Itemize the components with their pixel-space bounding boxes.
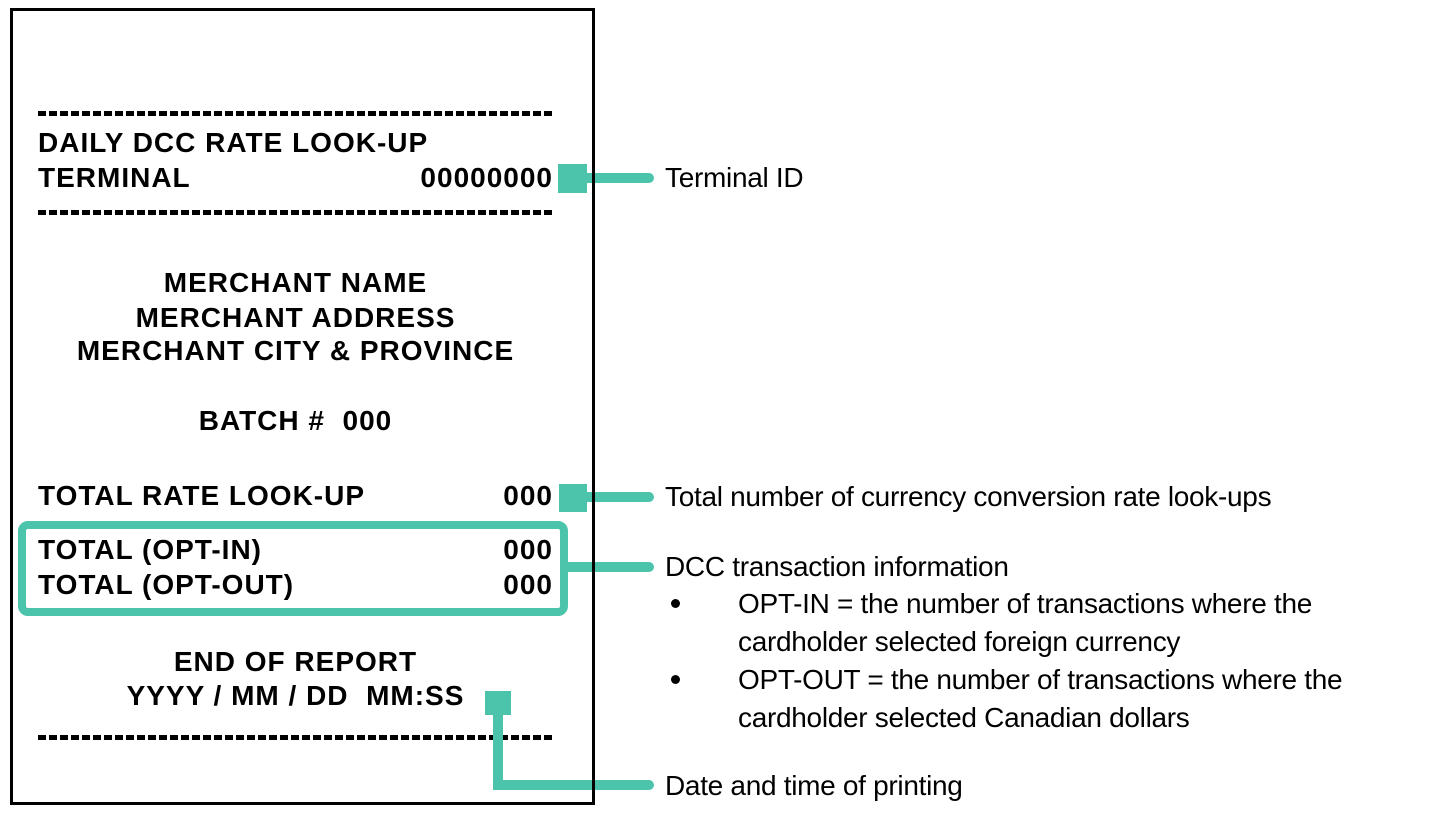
annotation-rate-lookups: Total number of currency conversion rate… [665,481,1272,512]
total-opt-in-label: TOTAL (OPT-IN) [38,534,262,565]
bullet-item-opt-in: OPT-IN = the number of transactions wher… [665,585,1438,661]
bullet-dot-icon [671,599,680,608]
bullet-opt-in-text: OPT-IN = the number of transactions wher… [738,588,1313,657]
terminal-value: 00000000 [420,162,553,193]
total-rate-lookup-value: 000 [503,480,553,511]
report-title: DAILY DCC RATE LOOK-UP [38,127,429,158]
callout-connector-line [584,492,654,502]
receipt-border-overlap [592,562,595,572]
batch-number-line: BATCH # 000 [198,405,393,436]
callout-connector-line-vertical [493,713,503,790]
bullet-item-opt-out: OPT-OUT = the number of transactions whe… [665,661,1438,737]
terminal-label: TERMINAL [38,162,191,193]
merchant-city-province: MERCHANT CITY & PROVINCE [76,335,515,366]
terminal-row: TERMINAL 00000000 [38,161,553,195]
annotation-dcc-info-title: DCC transaction information [665,551,1009,582]
total-opt-out-value: 000 [503,569,553,600]
bullet-opt-out-text: OPT-OUT = the number of transactions whe… [738,664,1343,733]
callout-connector-line [493,780,654,790]
total-rate-lookup-label: TOTAL RATE LOOK-UP [38,480,366,511]
receipt-border-overlap [592,173,595,183]
callout-connector-line [560,562,654,572]
callout-marker-square [558,164,587,193]
annotation-print-datetime: Date and time of printing [665,770,963,801]
dashed-separator [38,111,553,116]
receipt-printout: DAILY DCC RATE LOOK-UP TERMINAL 00000000… [10,8,595,805]
total-rate-lookup-row: TOTAL RATE LOOK-UP 000 [38,479,553,513]
callout-marker-square [485,691,511,715]
end-of-report-line: END OF REPORT [173,646,418,677]
print-datetime-line: YYYY / MM / DD MM:SS [126,680,465,711]
callout-connector-line [584,173,654,183]
merchant-address: MERCHANT ADDRESS [135,302,456,333]
dcc-info-bullet-list: OPT-IN = the number of transactions wher… [665,585,1425,737]
annotation-terminal-id: Terminal ID [665,162,804,193]
total-opt-in-row: TOTAL (OPT-IN) 000 [38,533,553,567]
receipt-border-overlap [592,492,595,502]
bullet-dot-icon [671,675,680,684]
callout-marker-square [559,484,587,512]
dashed-separator [38,210,553,215]
total-opt-out-label: TOTAL (OPT-OUT) [38,569,295,600]
total-opt-out-row: TOTAL (OPT-OUT) 000 [38,568,553,602]
dashed-separator [38,735,553,740]
merchant-name: MERCHANT NAME [163,267,428,298]
receipt-border-overlap [592,780,595,790]
total-opt-in-value: 000 [503,534,553,565]
